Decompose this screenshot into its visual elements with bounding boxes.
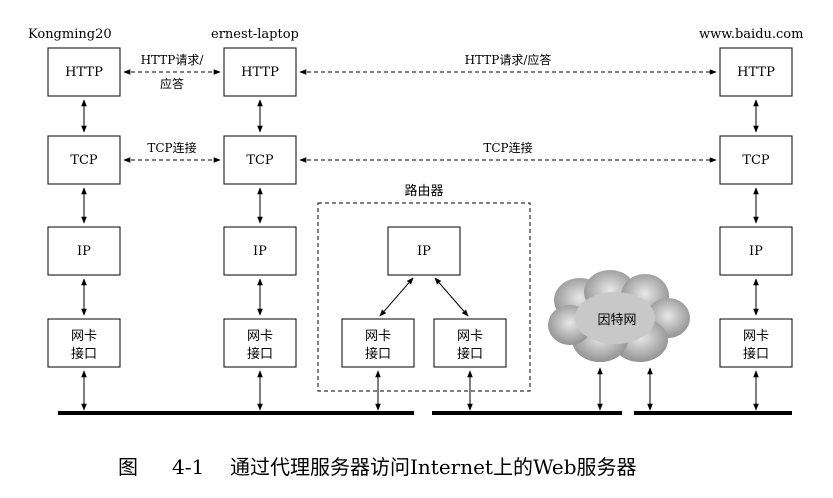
- server-tcp-box: TCP: [719, 135, 793, 185]
- proxy-tcp-label: TCP: [246, 153, 274, 168]
- proxy-tcp-box: TCP: [223, 135, 297, 185]
- proxy-http-box: HTTP: [223, 47, 297, 97]
- server-nic-label-2: 接口: [743, 346, 769, 362]
- router-ip-box: IP: [387, 226, 461, 276]
- client-tcp-box: TCP: [47, 135, 121, 185]
- host-label-client: Kongming20: [28, 27, 112, 42]
- server-nic-box: 网卡 接口: [719, 318, 793, 368]
- tcp-link-right-label: TCP连接: [483, 140, 532, 155]
- server-ip-box: IP: [719, 226, 793, 276]
- http-link-left-label-2: 应答: [160, 76, 184, 91]
- figure-caption-prefix: 图: [118, 455, 138, 479]
- proxy-nic-box: 网卡 接口: [223, 318, 297, 368]
- client-nic-box: 网卡 接口: [47, 318, 121, 368]
- router-ip-label: IP: [417, 244, 431, 259]
- figure-caption-number: 4-1: [172, 455, 204, 479]
- host-label-proxy: ernest-laptop: [211, 27, 299, 42]
- server-http-box: HTTP: [719, 47, 793, 97]
- proxy-ip-box: IP: [223, 226, 297, 276]
- host-label-server: www.baidu.com: [699, 27, 803, 42]
- client-tcp-label: TCP: [70, 153, 98, 168]
- router-ip-nic-left-arrow: [379, 277, 414, 317]
- tcp-link-left-label: TCP连接: [147, 140, 196, 155]
- server-tcp-label: TCP: [742, 153, 770, 168]
- proxy-http-label: HTTP: [241, 65, 279, 80]
- http-link-left-label-1: HTTP请求/: [141, 53, 205, 67]
- client-nic-label-1: 网卡: [71, 329, 97, 344]
- router-nic-left-label-1: 网卡: [365, 329, 391, 344]
- router-label: 路由器: [404, 183, 443, 199]
- internet-cloud: 因特网: [548, 270, 690, 362]
- server-nic-label-1: 网卡: [743, 329, 769, 344]
- server-http-label: HTTP: [737, 65, 775, 80]
- router-nic-left-box: 网卡 接口: [341, 318, 415, 368]
- router-nic-right-box: 网卡 接口: [433, 318, 507, 368]
- client-ip-box: IP: [47, 226, 121, 276]
- router-ip-nic-right-arrow: [434, 277, 469, 317]
- router-nic-left-label-2: 接口: [365, 346, 391, 362]
- client-http-box: HTTP: [47, 47, 121, 97]
- http-link-right-label: HTTP请求/应答: [465, 52, 552, 67]
- internet-label: 因特网: [597, 313, 636, 328]
- server-ip-label: IP: [749, 244, 763, 259]
- figure-caption-text: 通过代理服务器访问Internet上的Web服务器: [230, 455, 637, 479]
- router-boundary: [317, 202, 531, 392]
- proxy-nic-label-1: 网卡: [247, 329, 273, 344]
- proxy-nic-label-2: 接口: [247, 346, 273, 362]
- proxy-ip-label: IP: [253, 244, 267, 259]
- router-nic-right-label-2: 接口: [457, 346, 483, 362]
- client-ip-label: IP: [77, 244, 91, 259]
- client-http-label: HTTP: [65, 65, 103, 80]
- router-nic-right-label-1: 网卡: [457, 329, 483, 344]
- client-nic-label-2: 接口: [71, 346, 97, 362]
